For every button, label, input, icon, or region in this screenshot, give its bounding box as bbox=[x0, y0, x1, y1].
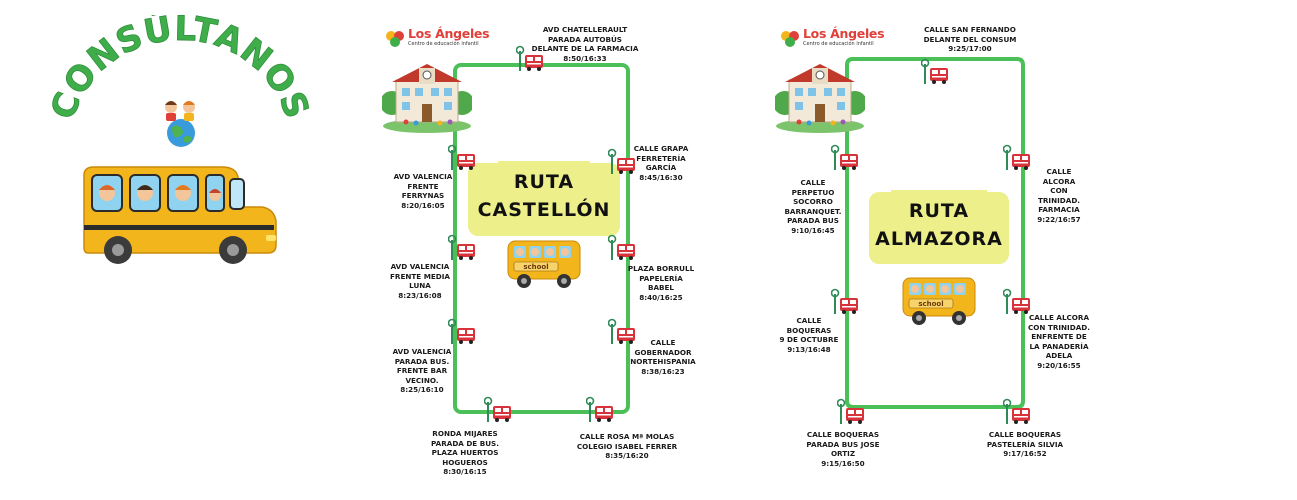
route-line bbox=[845, 57, 1025, 409]
route-title-line2: ALMAZORA bbox=[875, 228, 1003, 250]
earth-kids-icon bbox=[165, 101, 195, 147]
route-title: RUTA ALMAZORA bbox=[869, 190, 1009, 264]
school-building-icon bbox=[382, 64, 472, 133]
bus-stop-icon bbox=[585, 396, 616, 428]
logo-subtitle: Centro de educación infantil bbox=[803, 41, 874, 47]
stop-label: AVD CHATELLERAULT PARADA AUTOBÚS DELANTE… bbox=[531, 25, 639, 63]
route-title-line1: RUTA bbox=[513, 171, 575, 193]
stop-label: CALLE ROSA Mª MOLAS COLEGIO ISABEL FERRE… bbox=[576, 432, 678, 460]
stop-label: RONDA MIJARES PARADA DE BUS. PLAZA HUERT… bbox=[431, 429, 499, 476]
bus-stop-icon bbox=[607, 318, 638, 350]
bus-sign: school bbox=[918, 300, 943, 308]
stop-label: AVD VALENCIA FRENTE MEDIA LUNA 8:23/16:0… bbox=[390, 262, 450, 300]
logo-name: Los Ángeles bbox=[803, 26, 885, 41]
stop-label: CALLE GRAPA FERRETERÍA GARCÍA 8:45/16:30 bbox=[633, 144, 689, 182]
route-title-line1: RUTA bbox=[908, 200, 970, 222]
bus-stop-icon bbox=[515, 45, 546, 77]
bus-stop-icon bbox=[836, 398, 867, 430]
bus-stop-icon bbox=[1002, 144, 1033, 176]
stop-label: CALLE BOQUERAS PASTELERÍA SILVIA 9:17/16… bbox=[986, 430, 1064, 458]
bus-stop-icon bbox=[1002, 398, 1033, 430]
left-panel: CONSÚLTANOS bbox=[40, 15, 310, 305]
route-almazora: Los Ángeles Centro de educación infantil… bbox=[775, 20, 1090, 490]
school-bus-icon bbox=[83, 166, 277, 264]
stop-label: CALLE GOBERNADOR NORTEHISPANIA 8:38/16:2… bbox=[630, 338, 696, 376]
bus-stop-icon bbox=[447, 234, 478, 266]
route-castellon: Los Ángeles Centro de educación infantil… bbox=[380, 20, 710, 490]
school-bus-icon: school bbox=[902, 277, 976, 325]
bus-stop-icon bbox=[830, 144, 861, 176]
stop-label: PLAZA BORRULL PAPELERÍA BABEL 8:40/16:25 bbox=[627, 264, 695, 302]
logo-icon bbox=[781, 31, 799, 47]
stop-label: CALLE ALCORA CON TRINIDAD. ENFRENTE DE L… bbox=[1028, 313, 1090, 370]
bus-stop-icon bbox=[1002, 288, 1033, 320]
logo-subtitle: Centro de educación infantil bbox=[408, 41, 479, 47]
school-bus-icon: school bbox=[507, 240, 581, 288]
bus-stop-icon bbox=[830, 288, 861, 320]
stop-label: AVD VALENCIA PARADA BUS. FRENTE BAR VECI… bbox=[392, 347, 452, 394]
bus-stop-icon bbox=[447, 144, 478, 176]
stop-label: AVD VALENCIA FRENTE FERRYNAS 8:20/16:05 bbox=[393, 172, 453, 210]
logo-icon bbox=[386, 31, 404, 47]
bus-stop-icon bbox=[607, 148, 638, 180]
stop-label: CALLE BOQUERAS 9 DE OCTUBRE 9:13/16:48 bbox=[779, 316, 839, 354]
bus-stop-icon bbox=[607, 234, 638, 266]
stop-label: CALLE ALCORA CON TRINIDAD. FARMACIA 9:22… bbox=[1037, 167, 1081, 224]
consultanos-headline: CONSÚLTANOS bbox=[43, 15, 310, 125]
bus-sign: school bbox=[523, 263, 548, 271]
bus-stop-icon bbox=[447, 318, 478, 350]
logo-name: Los Ángeles bbox=[408, 26, 490, 41]
bus-stop-icon bbox=[920, 58, 951, 90]
stop-label: CALLE SAN FERNANDO DELANTE DEL CONSUM 9:… bbox=[923, 25, 1017, 53]
bus-stop-icon bbox=[483, 396, 514, 428]
stop-label: CALLE PERPETUO SOCORRO BARRANQUET. PARAD… bbox=[784, 178, 842, 235]
route-title: RUTA CASTELLÓN bbox=[468, 161, 620, 236]
school-building-icon bbox=[775, 64, 865, 133]
stop-label: CALLE BOQUERAS PARADA BUS JOSE ORTIZ 9:1… bbox=[806, 430, 880, 468]
route-title-line2: CASTELLÓN bbox=[477, 199, 611, 221]
